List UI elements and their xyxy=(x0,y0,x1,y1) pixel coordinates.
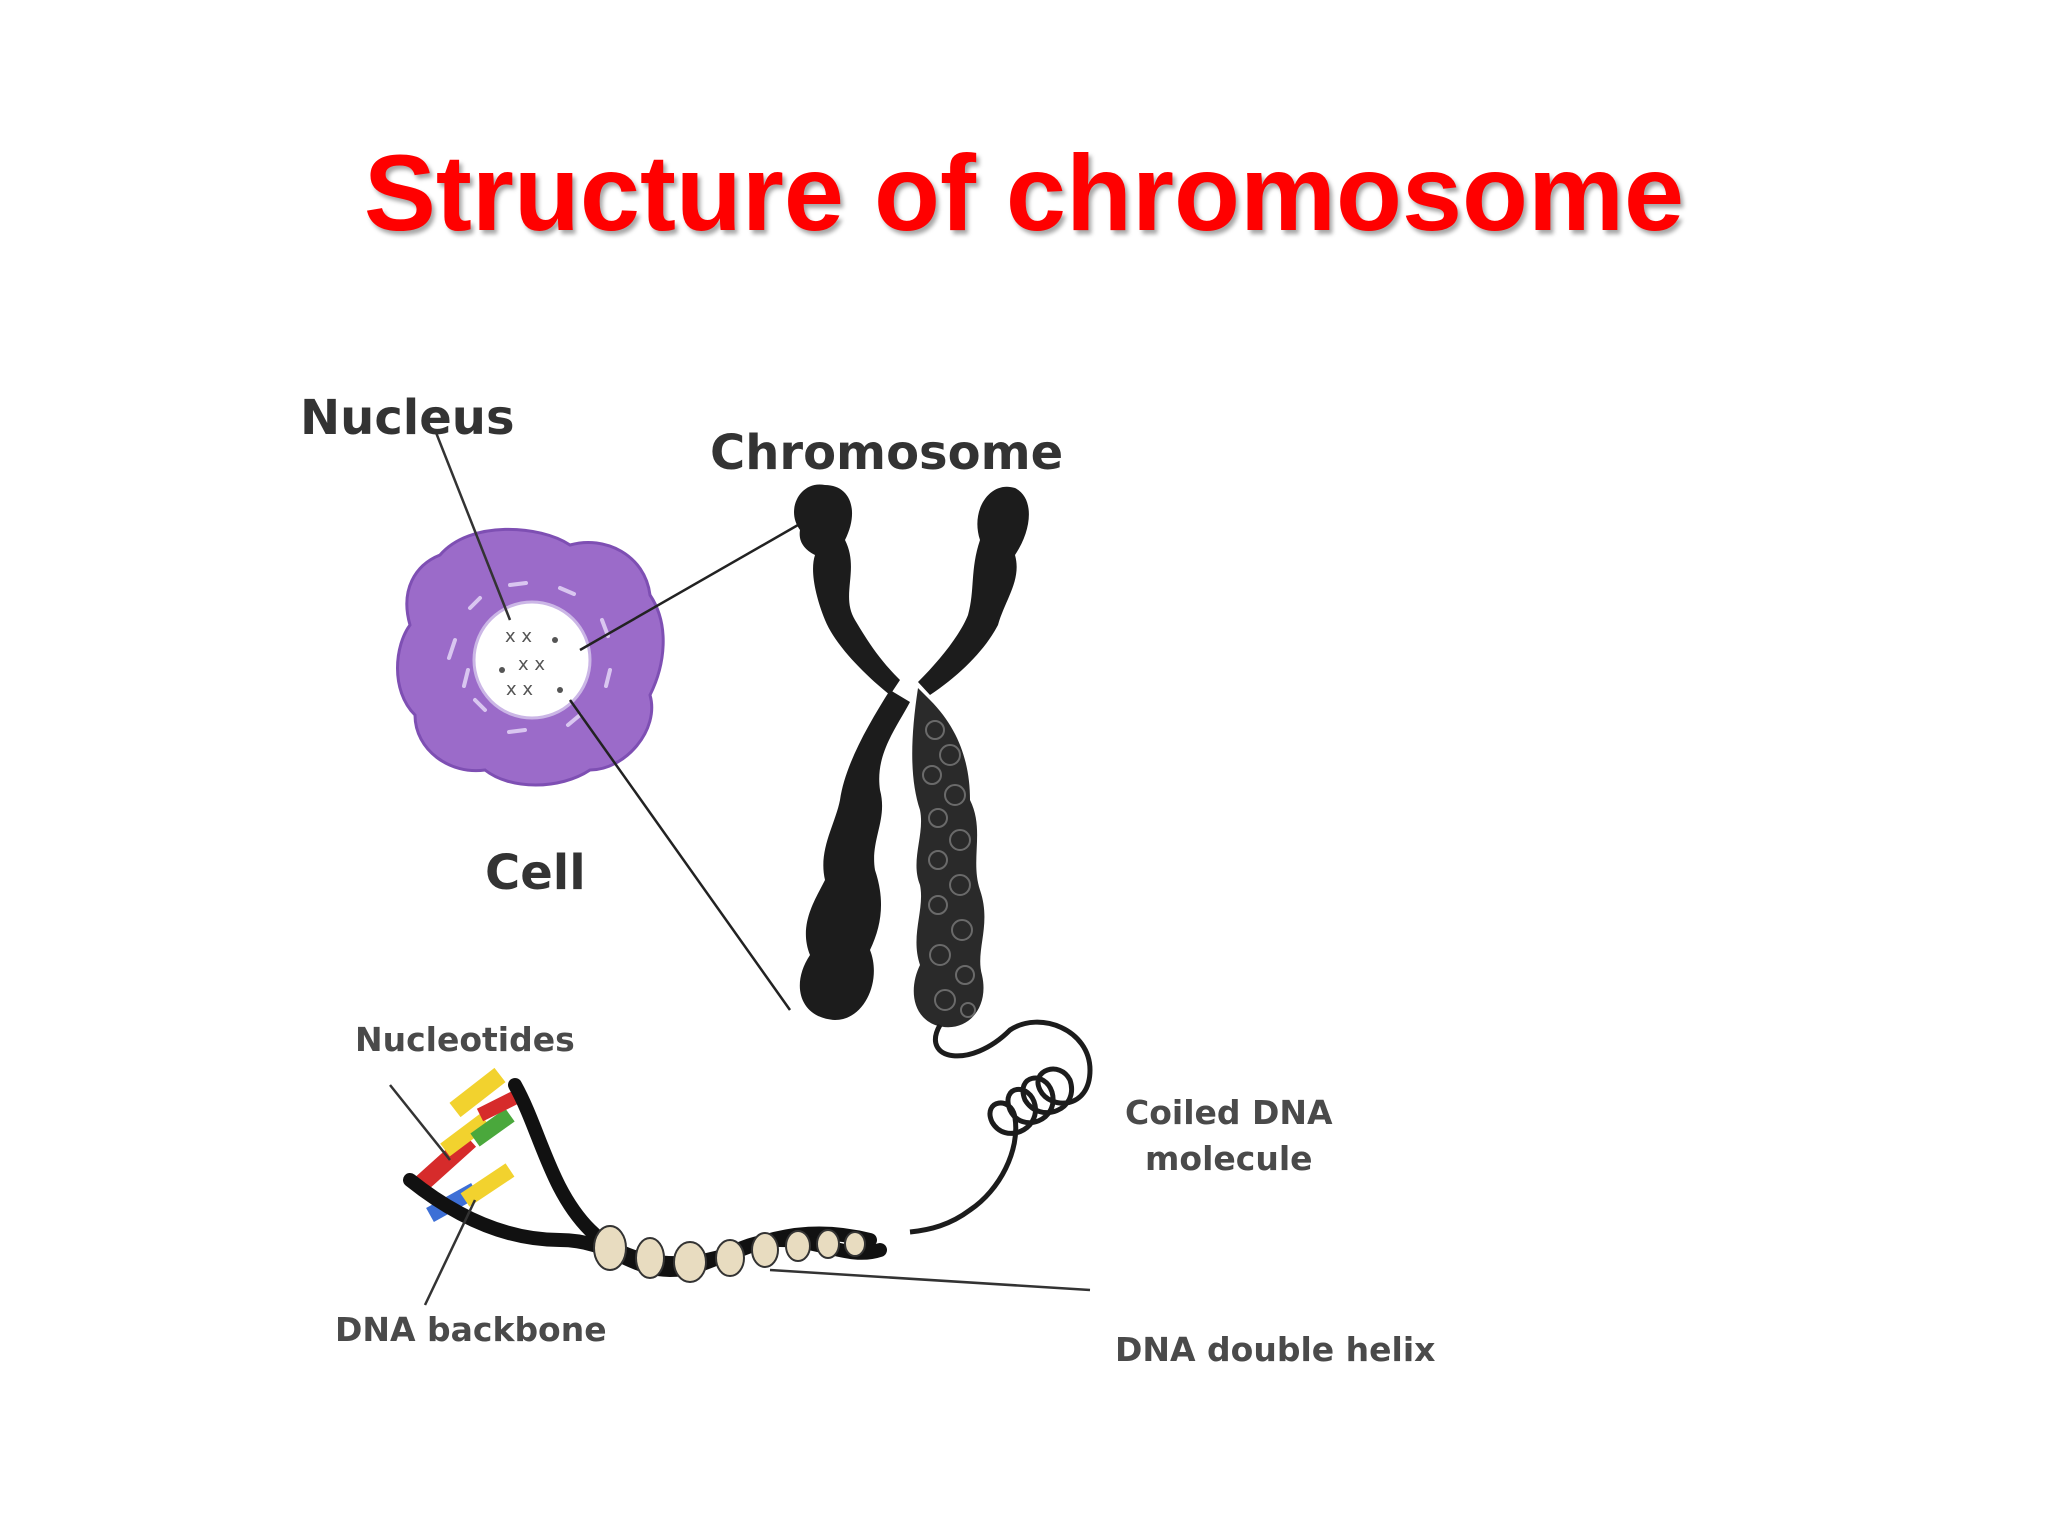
label-coiled-dna-line2: molecule xyxy=(1145,1139,1313,1178)
nucleotides-leader-line xyxy=(389,1084,451,1161)
label-nucleotides: Nucleotides xyxy=(355,1020,575,1059)
zoom-line-bottom xyxy=(568,699,792,1011)
label-dna-double-helix: DNA double helix xyxy=(1115,1330,1436,1369)
backbone-leader-line xyxy=(423,1199,477,1306)
label-cell: Cell xyxy=(485,845,586,901)
nucleus-leader-line xyxy=(433,429,512,621)
slide-title: Structure of chromosome xyxy=(363,132,1685,253)
svg-text:x x: x x xyxy=(518,654,545,675)
label-dna-backbone: DNA backbone xyxy=(335,1310,607,1349)
label-nucleus: Nucleus xyxy=(300,390,515,446)
svg-text:x x: x x xyxy=(505,626,532,647)
double-helix-leader-line xyxy=(769,1268,1091,1292)
label-coiled-dna-line1: Coiled DNA xyxy=(1125,1093,1333,1132)
zoom-line-top xyxy=(579,523,799,652)
diagram-graphic: x x x x x x xyxy=(389,429,1093,1306)
chromosome-shape xyxy=(794,484,1029,1028)
chromosome-diagram: x x x x x x xyxy=(270,370,1470,1420)
label-coiled-dna: Coiled DNA molecule xyxy=(1125,1090,1333,1182)
chromosome-texture xyxy=(922,720,976,1018)
label-chromosome: Chromosome xyxy=(710,425,1064,481)
nucleus-chromosomes: x x x x x x xyxy=(499,626,563,700)
dna-base-pairs xyxy=(413,1067,524,1222)
dna-helix-turns xyxy=(593,1225,866,1283)
coiled-dna-strand xyxy=(909,1019,1093,1235)
svg-text:x x: x x xyxy=(506,679,533,700)
